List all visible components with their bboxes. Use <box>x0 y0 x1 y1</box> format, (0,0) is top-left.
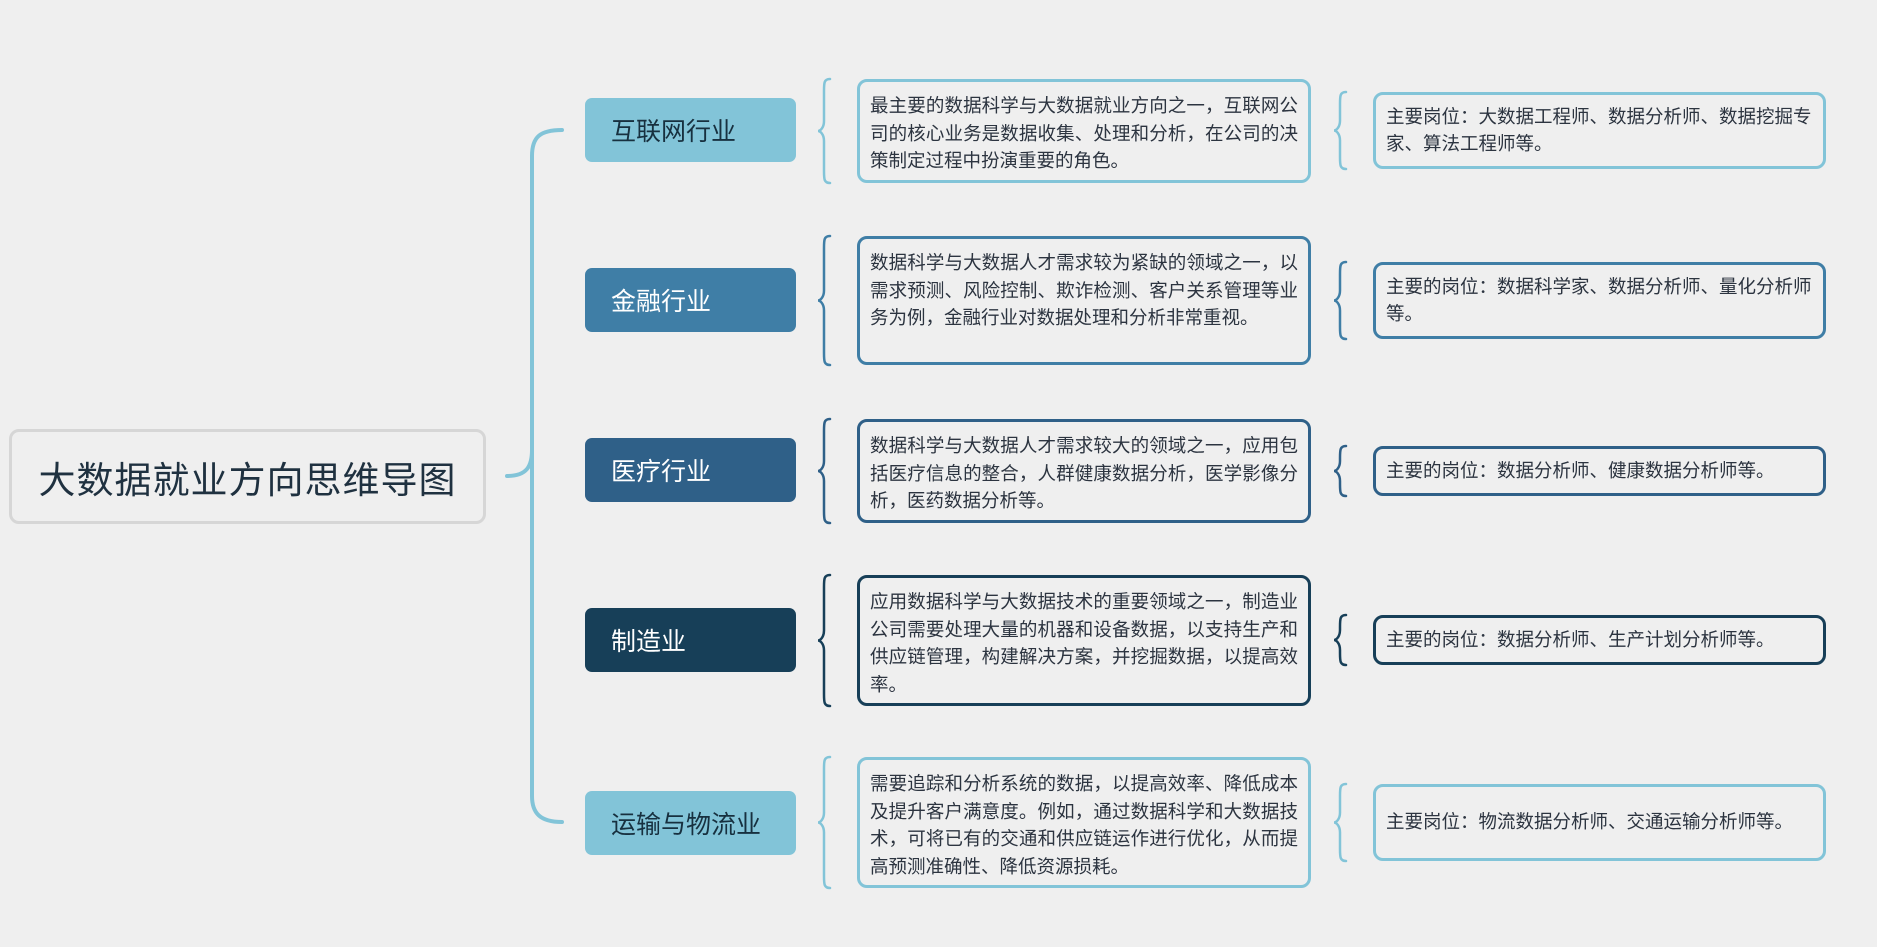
industry-label: 医疗行业 <box>611 457 712 486</box>
description-node-finance[interactable]: 数据科学与大数据人才需求较为紧缺的领域之一，以需求预测、风险控制、欺诈检测、客户… <box>857 236 1311 365</box>
roles-text: 主要岗位：大数据工程师、数据分析师、数据挖掘专家、算法工程师等。 <box>1386 106 1812 155</box>
roles-node-finance[interactable]: 主要的岗位：数据科学家、数据分析师、量化分析师等。 <box>1373 262 1826 339</box>
brace-description-to-roles-4 <box>1333 782 1348 863</box>
roles-text: 主要岗位：物流数据分析师、交通运输分析师等。 <box>1386 812 1794 833</box>
description-node-logistics[interactable]: 需要追踪和分析系统的数据，以提高效率、降低成本及提升客户满意度。例如，通过数据科… <box>857 757 1311 888</box>
root-title: 大数据就业方向思维导图 <box>38 458 457 502</box>
roles-node-medical[interactable]: 主要的岗位：数据分析师、健康数据分析师等。 <box>1373 446 1826 496</box>
industry-label: 金融行业 <box>611 287 712 316</box>
description-node-medical[interactable]: 数据科学与大数据人才需求较大的领域之一，应用包括医疗信息的整合，人群健康数据分析… <box>857 419 1311 523</box>
description-text: 最主要的数据科学与大数据就业方向之一，互联网公司的核心业务是数据收集、处理和分析… <box>870 96 1298 172</box>
industry-node-medical[interactable]: 医疗行业 <box>585 438 796 502</box>
industry-label: 互联网行业 <box>611 117 737 146</box>
roles-node-internet[interactable]: 主要岗位：大数据工程师、数据分析师、数据挖掘专家、算法工程师等。 <box>1373 92 1826 169</box>
brace-industry-to-description-0 <box>817 77 832 185</box>
roles-text: 主要的岗位：数据分析师、健康数据分析师等。 <box>1386 460 1775 482</box>
brace-industry-to-description-2 <box>817 417 832 525</box>
description-text: 数据科学与大数据人才需求较大的领域之一，应用包括医疗信息的整合，人群健康数据分析… <box>870 436 1298 512</box>
brace-industry-to-description-1 <box>817 234 832 367</box>
industry-label: 制造业 <box>611 627 687 656</box>
description-node-manufacturing[interactable]: 应用数据科学与大数据技术的重要领域之一，制造业公司需要处理大量的机器和设备数据，… <box>857 575 1311 706</box>
brace-industry-to-description-4 <box>817 755 832 890</box>
brace-description-to-roles-1 <box>1333 260 1348 341</box>
brace-description-to-roles-2 <box>1333 444 1348 498</box>
industry-node-manufacturing[interactable]: 制造业 <box>585 608 796 672</box>
brace-industry-to-description-3 <box>817 573 832 708</box>
industry-node-internet[interactable]: 互联网行业 <box>585 98 796 162</box>
roles-node-manufacturing[interactable]: 主要的岗位：数据分析师、生产计划分析师等。 <box>1373 615 1826 665</box>
description-node-internet[interactable]: 最主要的数据科学与大数据就业方向之一，互联网公司的核心业务是数据收集、处理和分析… <box>857 79 1311 183</box>
brace-description-to-roles-3 <box>1333 613 1348 667</box>
roles-text: 主要的岗位：数据分析师、生产计划分析师等。 <box>1386 629 1775 651</box>
industry-node-finance[interactable]: 金融行业 <box>585 268 796 332</box>
roles-text: 主要的岗位：数据科学家、数据分析师、量化分析师等。 <box>1386 276 1812 325</box>
industry-label: 运输与物流业 <box>611 810 762 839</box>
root-node[interactable]: 大数据就业方向思维导图 <box>9 429 486 524</box>
description-text: 数据科学与大数据人才需求较为紧缺的领域之一，以需求预测、风险控制、欺诈检测、客户… <box>870 253 1298 329</box>
main-branch-brace <box>505 128 564 824</box>
description-text: 需要追踪和分析系统的数据，以提高效率、降低成本及提升客户满意度。例如，通过数据科… <box>870 774 1298 878</box>
description-text: 应用数据科学与大数据技术的重要领域之一，制造业公司需要处理大量的机器和设备数据，… <box>870 592 1298 696</box>
industry-node-logistics[interactable]: 运输与物流业 <box>585 791 796 855</box>
brace-description-to-roles-0 <box>1333 90 1348 171</box>
roles-node-logistics[interactable]: 主要岗位：物流数据分析师、交通运输分析师等。 <box>1373 784 1826 861</box>
